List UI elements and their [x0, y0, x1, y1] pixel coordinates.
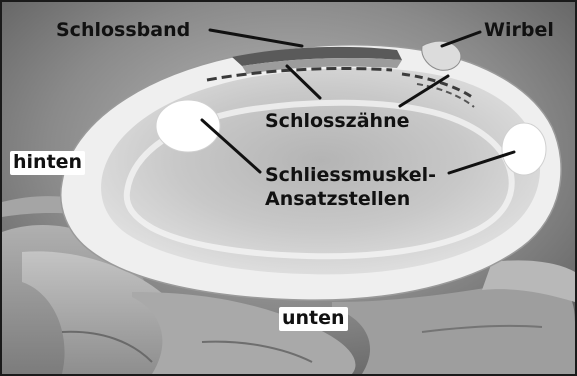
label-schliessmuskel-line1: Schliessmuskel-	[265, 163, 436, 187]
label-schlosszaehne: Schlosszähne	[265, 112, 409, 131]
label-schliessmuskel: Schliessmuskel- Ansatzstellen	[265, 163, 436, 211]
label-schlossband: Schlossband	[56, 21, 190, 40]
label-schliessmuskel-line2: Ansatzstellen	[265, 187, 436, 211]
muscle-scar-anterior	[502, 123, 546, 175]
label-wirbel: Wirbel	[484, 21, 554, 40]
label-hinten: hinten	[10, 151, 85, 175]
label-unten: unten	[279, 307, 348, 331]
